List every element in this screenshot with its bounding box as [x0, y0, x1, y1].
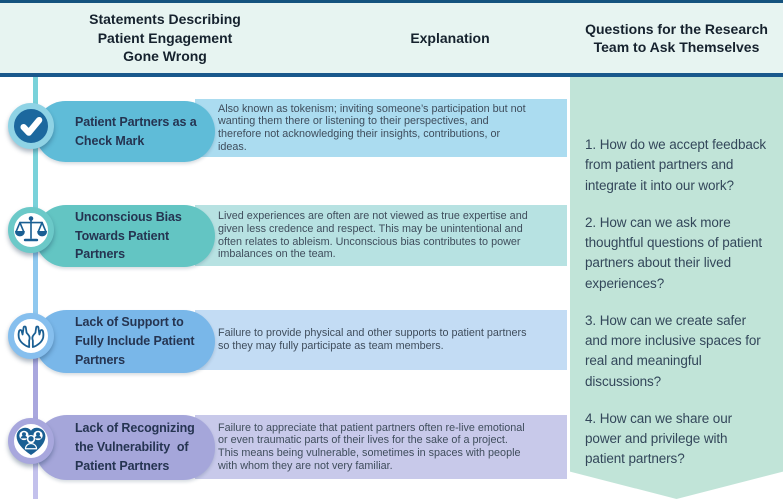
explanation-text: Lived experiences are often are not view…: [218, 210, 528, 261]
timeline-segment-light-purple: [33, 447, 38, 499]
row2-icon-badge: [8, 207, 54, 253]
explanation-text: Also known as tokenism; inviting someone…: [218, 102, 526, 153]
check-mark-icon: [20, 116, 43, 136]
questions-panel: 1. How do we accept feedback from patien…: [570, 77, 783, 499]
header-questions: Questions for the Research Team to Ask T…: [585, 20, 768, 55]
header-row: Statements Describing Patient Engagement…: [0, 0, 783, 77]
explanation-box-row4: Failure to appreciate that patient partn…: [195, 415, 567, 479]
statement-pill-row1: Patient Partners as a Check Mark: [35, 101, 215, 162]
question-2: 2. How can we ask more thoughtful questi…: [585, 214, 763, 291]
timeline-segment-purple: [33, 342, 38, 447]
explanation-text: Failure to appreciate that patient partn…: [218, 421, 525, 472]
question-4: 4. How can we share our power and privil…: [585, 410, 733, 467]
explanation-box-row1: Also known as tokenism; inviting someone…: [195, 99, 567, 157]
header-explanation: Explanation: [410, 29, 490, 46]
row3-icon-badge: [8, 313, 54, 359]
header-statements: Statements Describing Patient Engagement…: [89, 11, 241, 65]
timeline-segment-blue: [33, 236, 38, 342]
timeline-segment-cyan: [33, 77, 38, 236]
row1-icon-badge: [8, 103, 54, 149]
heart-people-icon: [16, 427, 46, 456]
statement-title: Patient Partners as a Check Mark: [75, 114, 197, 148]
statement-title: Lack of Support to Fully Include Patient…: [75, 315, 195, 367]
statement-title: Lack of Recognizing the Vulnerability of…: [75, 421, 195, 473]
scales-icon: [14, 216, 48, 242]
row4-icon-badge: [8, 418, 54, 464]
statement-title: Unconscious Bias Towards Patient Partner…: [75, 209, 182, 262]
explanation-box-row2: Lived experiences are often are not view…: [195, 205, 567, 266]
question-1: 1. How do we accept feedback from patien…: [585, 137, 767, 193]
explanation-text: Failure to provide physical and other su…: [218, 327, 527, 352]
statement-pill-row2: Unconscious Bias Towards Patient Partner…: [35, 205, 215, 267]
explanation-box-row3: Failure to provide physical and other su…: [195, 310, 567, 370]
statement-pill-row4: Lack of Recognizing the Vulnerability of…: [35, 415, 215, 480]
supporting-hands-icon: [17, 325, 45, 348]
statement-pill-row3: Lack of Support to Fully Include Patient…: [35, 310, 215, 373]
question-3: 3. How can we create safer and more incl…: [585, 312, 761, 389]
